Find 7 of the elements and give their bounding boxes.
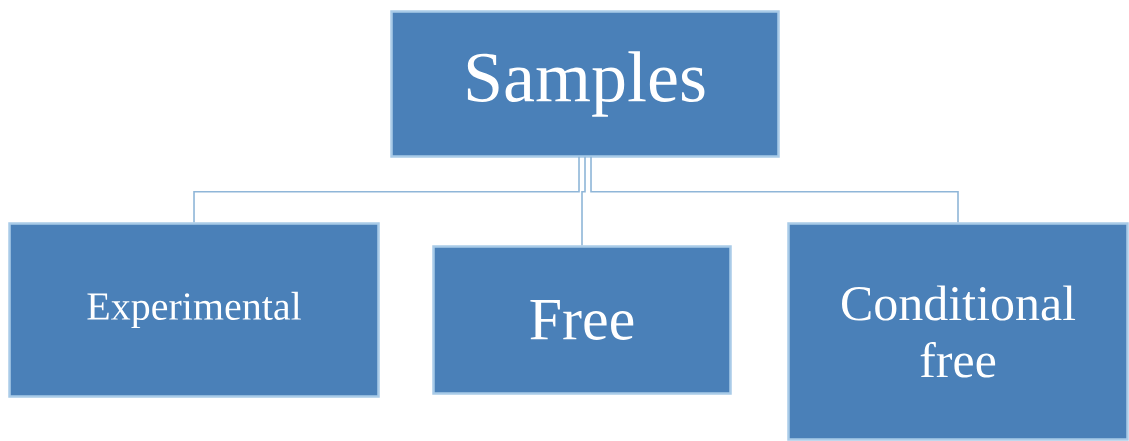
connector-line <box>193 155 580 224</box>
process-box: Free <box>432 245 732 395</box>
process-box: Conditional free <box>787 222 1129 441</box>
process-box: Experimental <box>8 222 380 398</box>
process-box: Samples <box>390 10 780 158</box>
connector-line <box>590 155 959 224</box>
connector-line <box>581 155 586 247</box>
